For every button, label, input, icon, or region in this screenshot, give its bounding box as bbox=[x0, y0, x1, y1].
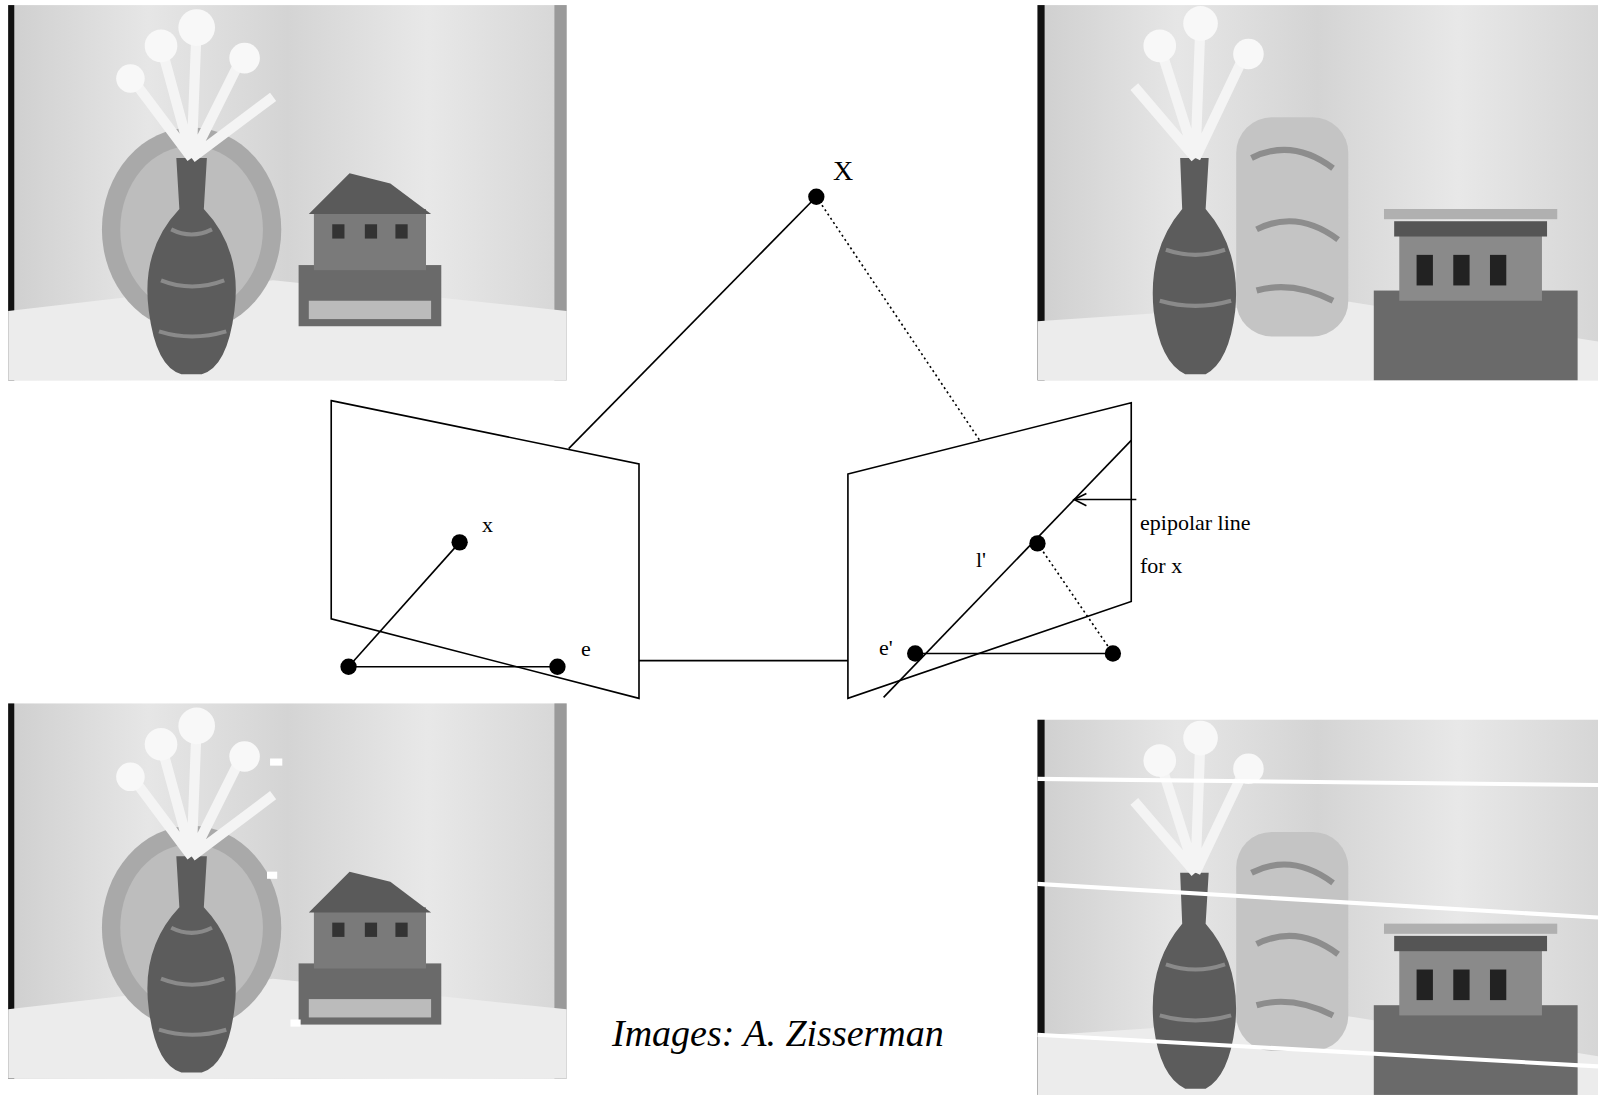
photo-view-left-point bbox=[8, 703, 566, 1078]
line-label: l' bbox=[976, 548, 986, 572]
baseline bbox=[349, 666, 558, 668]
epipolar-line bbox=[884, 440, 1132, 697]
point-marker bbox=[270, 758, 282, 765]
image-plane-right bbox=[848, 403, 1131, 699]
epipolar-lines-photo bbox=[1037, 779, 1598, 1066]
camera-geometry bbox=[331, 197, 1136, 699]
epipole-label: e' bbox=[879, 636, 893, 660]
epipole-label: e bbox=[581, 637, 591, 661]
photo-view-right bbox=[1037, 5, 1598, 380]
baseline bbox=[639, 660, 848, 662]
ray-right-dotted bbox=[816, 197, 980, 442]
leader-arrow bbox=[1074, 499, 1136, 501]
point-marker bbox=[290, 1019, 300, 1026]
ray-left bbox=[569, 197, 817, 449]
ray-left bbox=[349, 542, 460, 666]
photo-view-right-epipolar bbox=[1037, 720, 1598, 1095]
point-label: X bbox=[833, 156, 853, 187]
baseline bbox=[915, 653, 1113, 655]
points bbox=[340, 189, 1121, 675]
credit-caption: Images: A. Zisserman bbox=[612, 1013, 944, 1055]
image-plane-left bbox=[331, 401, 639, 699]
arrowhead bbox=[1074, 493, 1086, 505]
ray-right-dotted bbox=[1037, 543, 1112, 653]
callout-text: epipolar line for x bbox=[1140, 502, 1280, 588]
point-marker bbox=[267, 872, 277, 879]
point-label: x bbox=[482, 513, 493, 537]
photo-view-left bbox=[8, 5, 566, 380]
